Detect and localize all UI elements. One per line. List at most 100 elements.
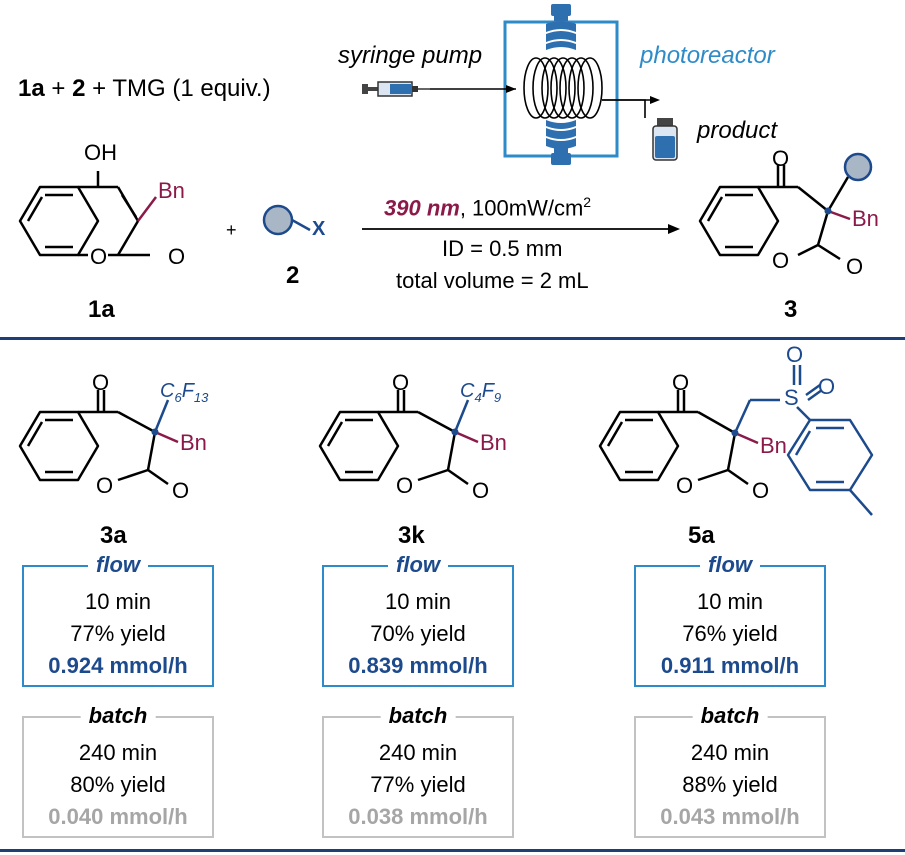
atom-o-carbonyl: O	[672, 370, 690, 395]
plus-sign: +	[85, 75, 113, 102]
structure-3k	[318, 390, 479, 486]
reagent-1a: 1a	[18, 75, 45, 102]
reaction-yield: 77% yield	[370, 772, 466, 797]
reaction-time: 10 min	[84, 589, 152, 614]
power: , 100mW/cm	[459, 195, 584, 221]
atom-o-ring: O	[96, 473, 114, 498]
flow-title: flow	[700, 552, 760, 578]
atom-o-ring: O	[676, 473, 694, 498]
atom-bn: Bn	[158, 178, 185, 203]
reaction-yield: 88% yield	[682, 772, 778, 797]
element-f: F	[481, 380, 494, 402]
batch-result-box: batch 240 min 88% yield 0.043 mmol/h	[634, 703, 826, 838]
flow-result-box: flow 10 min 77% yield 0.924 mmol/h	[22, 552, 214, 687]
compound-label-1a: 1a	[88, 296, 115, 323]
reaction-wavelength-power: 390 nm, 100mW/cm2	[384, 194, 591, 221]
atom-o-carbonyl: O	[772, 146, 790, 171]
flow-apparatus-diagram	[362, 4, 678, 165]
atom-x: X	[312, 218, 326, 240]
atom-bn: Bn	[180, 430, 207, 455]
reaction-arrow	[362, 224, 680, 234]
subscript: 9	[493, 390, 502, 405]
atom-o-carbonyl: O	[168, 244, 186, 269]
flow-title: flow	[88, 552, 148, 578]
subscript: 4	[474, 390, 482, 405]
power-exponent: 2	[583, 194, 592, 210]
batch-title: batch	[692, 703, 768, 729]
syringe-icon	[362, 81, 430, 97]
product-label: product	[697, 117, 778, 144]
atom-o-carbonyl: O	[392, 370, 410, 395]
atom-s: S	[784, 385, 799, 410]
flow-result-box: flow 10 min 70% yield 0.839 mmol/h	[322, 552, 514, 687]
reagent-2-structure	[262, 204, 311, 236]
atom-o-carbonyl: O	[846, 254, 864, 279]
reagent-tmg: TMG (1 equiv.)	[112, 75, 271, 102]
structure-5a	[598, 365, 874, 516]
structure-3a	[18, 390, 179, 486]
productivity: 0.040 mmol/h	[48, 804, 188, 829]
atom-bn: Bn	[852, 206, 879, 231]
atom-o-ring: O	[90, 244, 108, 269]
structure-3	[698, 152, 873, 261]
batch-title: batch	[80, 703, 156, 729]
reactor-coil	[523, 57, 603, 119]
flow-result-box: flow 10 min 76% yield 0.911 mmol/h	[634, 552, 826, 687]
batch-result-box: batch 240 min 80% yield 0.040 mmol/h	[22, 703, 214, 838]
total-volume: total volume = 2 mL	[396, 268, 589, 293]
compound-label-5a: 5a	[688, 522, 715, 549]
compound-label-3: 3	[784, 296, 798, 323]
compound-label-2: 2	[286, 262, 300, 289]
productivity: 0.911 mmol/h	[660, 653, 800, 678]
reagents-line: 1a + 2 + TMG (1 equiv.)	[18, 75, 271, 103]
productivity: 0.924 mmol/h	[48, 653, 188, 678]
reaction-time: 240 min	[690, 740, 770, 765]
inner-diameter: ID = 0.5 mm	[442, 236, 563, 261]
lamp-icon	[546, 120, 576, 165]
atom-o-carbonyl: O	[172, 478, 190, 503]
atom-o-ring: O	[772, 248, 790, 273]
section-divider	[0, 337, 905, 340]
productivity: 0.043 mmol/h	[660, 804, 800, 829]
atom-o-carbonyl: O	[472, 478, 490, 503]
subscript: 6	[174, 390, 182, 405]
reaction-yield: 80% yield	[70, 772, 166, 797]
syringe-pump-label: syringe pump	[338, 42, 483, 69]
atom-bn: Bn	[480, 430, 507, 455]
atom-o-sulfonyl: O	[786, 342, 804, 367]
reaction-time: 10 min	[696, 589, 764, 614]
reaction-time: 240 min	[78, 740, 158, 765]
substituent-c4f9: C4F9	[460, 380, 501, 405]
atom-oh: OH	[84, 140, 117, 165]
plus-sign: +	[226, 220, 237, 240]
subscript: 13	[193, 390, 209, 405]
atom-o-ring: O	[396, 473, 414, 498]
photoreactor-label: photoreactor	[640, 42, 775, 69]
substituent-c6f13: C6F13	[160, 380, 208, 405]
reaction-yield: 77% yield	[70, 621, 166, 646]
reaction-time: 240 min	[378, 740, 458, 765]
atom-o-carbonyl: O	[752, 478, 770, 503]
batch-result-box: batch 240 min 77% yield 0.038 mmol/h	[322, 703, 514, 838]
wavelength: 390 nm	[384, 195, 460, 221]
productivity: 0.839 mmol/h	[348, 653, 488, 678]
element-f: F	[181, 380, 194, 402]
element-c: C	[160, 380, 175, 402]
reaction-yield: 70% yield	[370, 621, 466, 646]
plus-sign: +	[44, 75, 73, 102]
element-c: C	[460, 380, 475, 402]
batch-title: batch	[380, 703, 456, 729]
atom-o-sulfonyl: O	[818, 374, 836, 399]
lamp-icon	[546, 4, 576, 50]
atom-o-carbonyl: O	[92, 370, 110, 395]
bottom-divider	[0, 849, 905, 852]
vial-icon	[652, 118, 678, 161]
reaction-time: 10 min	[384, 589, 452, 614]
structure-1a	[18, 171, 157, 257]
compound-label-3k: 3k	[398, 522, 425, 549]
productivity: 0.038 mmol/h	[348, 804, 488, 829]
reaction-yield: 76% yield	[682, 621, 778, 646]
flow-title: flow	[388, 552, 448, 578]
reagent-2: 2	[72, 75, 86, 102]
atom-bn: Bn	[760, 433, 787, 458]
